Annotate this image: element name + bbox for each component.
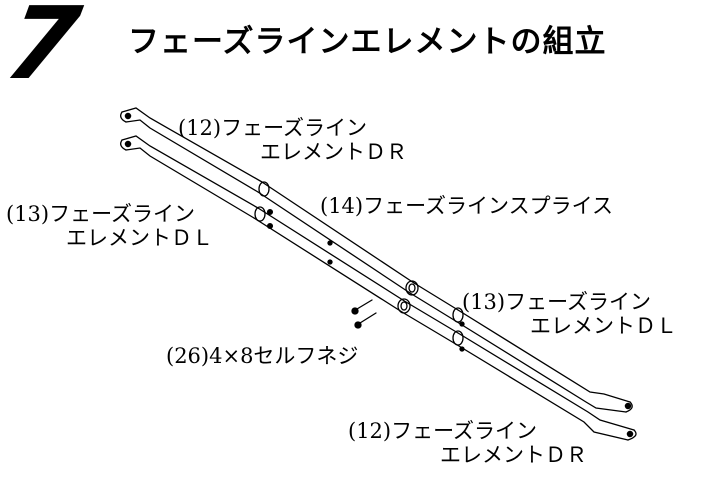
label-line: (13)フェーズライン [6,202,196,226]
label-screw: (26)4×8セルフネジ [166,344,358,368]
label-splice: (14)フェーズラインスプライス [320,194,613,218]
splice-sleeves [254,181,419,314]
label-element-dl-lower: (13)フェーズライン エレメントＤＬ [462,290,677,338]
label-line: エレメントＤＲ [260,140,407,164]
page-title: フェーズラインエレメントの組立 [128,24,607,60]
element-dr-upper [120,107,415,294]
element-dr-lower [401,301,637,441]
label-line: (12)フェーズライン [178,116,368,140]
label-element-dr-upper: (12)フェーズライン エレメントＤＲ [178,116,407,164]
screws [351,299,377,329]
label-element-dr-lower: (12)フェーズライン エレメントＤＲ [348,419,587,467]
label-line: (26)4×8セルフネジ [166,344,359,368]
element-dl-lower [409,282,633,413]
label-line: エレメントＤＲ [440,443,587,467]
label-line: (14)フェーズラインスプライス [320,194,614,218]
label-line: エレメントＤＬ [66,226,213,250]
label-line: エレメントＤＬ [530,314,677,338]
label-element-dl-upper: (13)フェーズライン エレメントＤＬ [6,202,213,250]
label-line: (12)フェーズライン [348,419,538,443]
element-dl-upper [120,135,407,313]
label-line: (13)フェーズライン [462,290,652,314]
